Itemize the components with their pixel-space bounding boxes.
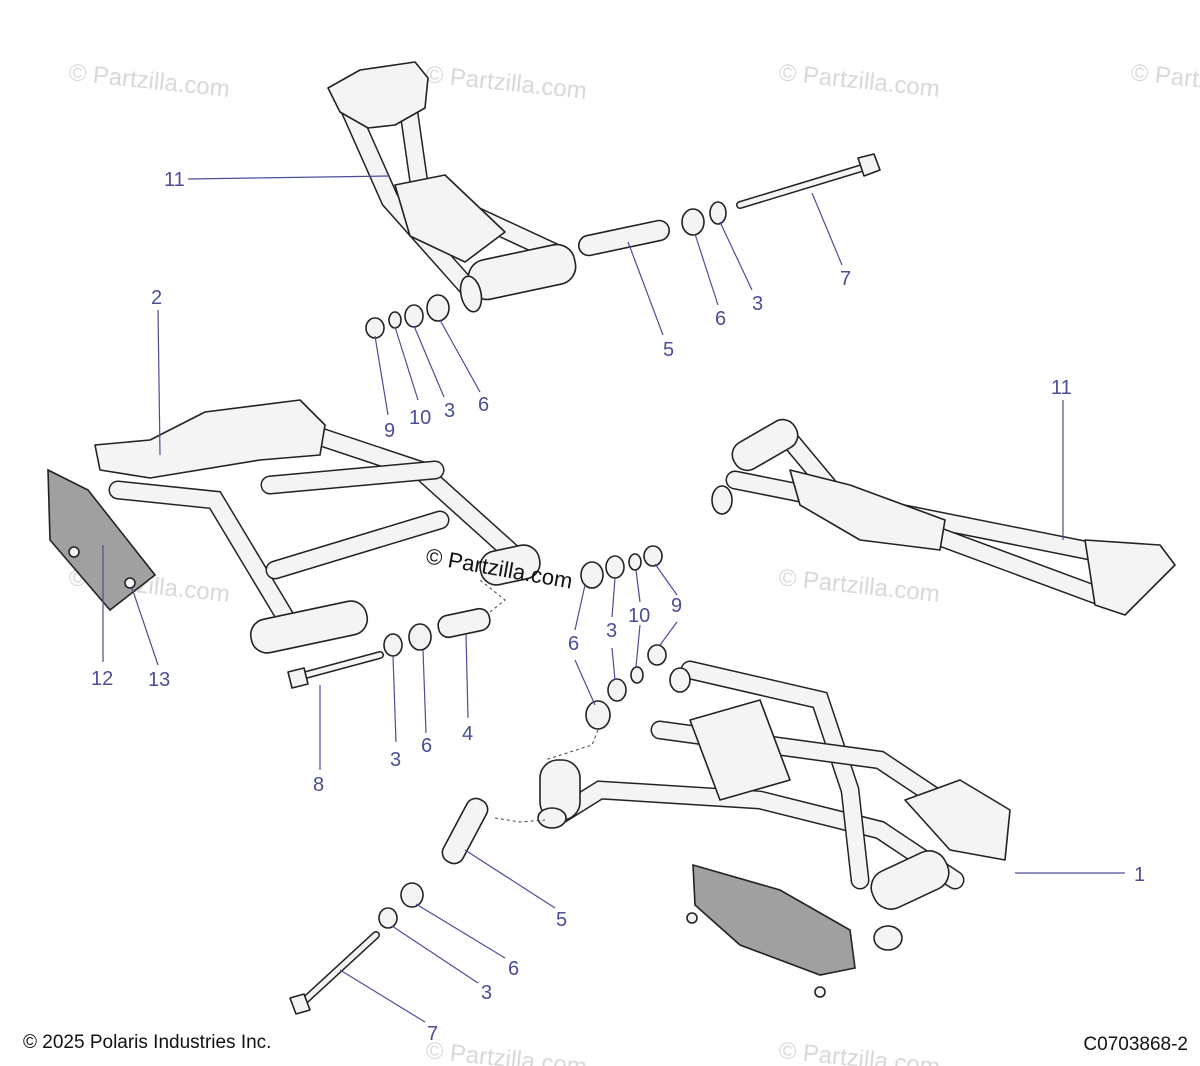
top-hardware <box>365 153 881 339</box>
watermark: © Partzilla.com <box>424 61 588 105</box>
callout-10: 10 <box>628 605 650 627</box>
callout-10: 10 <box>409 407 431 429</box>
callout-3: 3 <box>444 400 455 422</box>
copyright-text: © 2025 Polaris Industries Inc. <box>23 1032 272 1053</box>
lower-a-arm-right <box>537 660 1011 998</box>
callout-3: 3 <box>390 749 401 771</box>
callout-5: 5 <box>663 339 674 361</box>
watermark: © Partzilla.com <box>777 1037 941 1066</box>
callout-1: 1 <box>1134 864 1145 886</box>
callout-9: 9 <box>384 420 395 442</box>
callout-12: 12 <box>91 668 113 690</box>
upper-a-arm-right <box>711 418 1176 616</box>
diagram-code: C0703868-2 <box>1083 1034 1188 1055</box>
callout-labels: 11 7 3 6 5 2 9 10 3 6 11 12 13 8 3 6 4 6… <box>91 169 1145 1045</box>
center-hardware <box>580 545 667 730</box>
callout-7: 7 <box>427 1023 438 1045</box>
watermark: © Partzilla.com <box>1129 59 1200 103</box>
leader-lines <box>102 175 1125 1023</box>
callout-6: 6 <box>568 633 579 655</box>
watermark: © Partzilla.com <box>777 564 941 608</box>
callout-11: 11 <box>1051 377 1072 399</box>
upper-a-arm-top <box>327 61 577 313</box>
watermark: © Partzilla.com <box>67 59 231 103</box>
lower-a-arm-left <box>47 399 541 654</box>
left-hardware <box>287 579 506 689</box>
callout-6: 6 <box>421 735 432 757</box>
callout-4: 4 <box>462 723 473 745</box>
callout-9: 9 <box>671 595 682 617</box>
callout-11: 11 <box>164 169 185 191</box>
callout-8: 8 <box>313 774 324 796</box>
callout-6: 6 <box>508 958 519 980</box>
callout-6: 6 <box>478 394 489 416</box>
callout-6: 6 <box>715 308 726 330</box>
callout-13: 13 <box>148 669 170 691</box>
callout-2: 2 <box>151 287 162 309</box>
callout-3: 3 <box>481 982 492 1004</box>
callout-3: 3 <box>606 620 617 642</box>
callout-5: 5 <box>556 909 567 931</box>
callout-7: 7 <box>840 268 851 290</box>
callout-3: 3 <box>752 293 763 315</box>
bottom-hardware <box>289 797 546 1015</box>
watermark: © Partzilla.com <box>424 1037 588 1066</box>
watermark: © Partzilla.com <box>777 59 941 103</box>
